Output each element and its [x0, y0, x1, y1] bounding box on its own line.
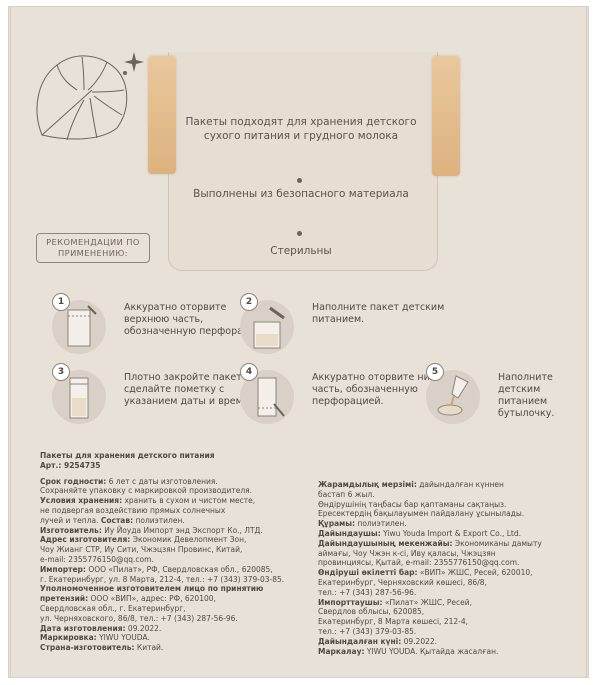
article-number: Арт.: 9254735 [40, 460, 101, 470]
adhesive-strip [148, 56, 176, 174]
step-number: 1 [52, 293, 70, 311]
step-text: Наполните пакет детским питанием. [312, 302, 445, 325]
field-label: Условия хранения: [40, 496, 123, 506]
step-number: 4 [240, 363, 258, 381]
field-label: Дайындалған күні: [318, 636, 402, 646]
field-value: Yiwu Youda Import & Export Co., Ltd. [383, 528, 521, 538]
field-value: тел.: +7 (343) 379-03-85. [318, 626, 417, 636]
field-value: Свердлов облысы, 620085, [318, 607, 425, 617]
field-label: Импорттаушы: [318, 597, 383, 607]
field-label: Жарамдылық мерзімі: [318, 480, 417, 489]
field-label: Адрес изготовителя: [40, 535, 131, 545]
field-value: Чоу Жианг СТР, Иу Сити, Чжэцзян Провинс,… [40, 545, 243, 555]
field-label: Дата изготовления: [40, 623, 126, 633]
feature-text: Пакеты подходят для хранения детского су… [185, 116, 417, 142]
field-value: Екатеринбург, 8 Марта көшесі, 212-4, [318, 617, 468, 627]
field-label: Маркировка: [40, 633, 97, 643]
product-title: Пакеты для хранения детского питания [40, 451, 215, 460]
step-text: Аккуратно оторвите верхнюю часть, обозна… [124, 302, 271, 337]
field-label: Маркалау: [318, 646, 365, 656]
field-label: Өндіруші өкілетті бар: [318, 568, 418, 578]
field-value: e-mail: 2355776150@qq.com. [40, 554, 154, 564]
field-label: Құрамы: [318, 519, 356, 529]
step-number: 2 [240, 293, 258, 311]
field-value: ул. Черняховского, 86/8, тел.: +7 (343) … [40, 613, 238, 623]
field-value: Экономиканы дамыту [454, 538, 542, 548]
field-value: Сохраняйте упаковку с маркировкой произв… [40, 486, 253, 496]
field-value: 09.2022. [127, 623, 162, 633]
field-label: претензий: [40, 594, 89, 604]
field-label: Импортер: [40, 564, 86, 574]
field-value: тел.: +7 (343) 287-56-96. [318, 587, 417, 597]
field-value: лучей и тепла. [40, 515, 99, 525]
recommendations-label: РЕКОМЕНДАЦИИ ПО ПРИМЕНЕНИЮ: [36, 233, 150, 263]
field-value: 09.2022. [403, 636, 438, 646]
box-edge [10, 6, 11, 678]
adhesive-strip [432, 56, 460, 176]
field-label: Состав: [100, 515, 134, 525]
field-value: Екатеринбург, Черняховский көшесі, 86/8, [318, 577, 487, 587]
field-value: Свердловская обл., г. Екатеринбург, [40, 603, 186, 613]
field-label: Срок годности: [40, 476, 107, 486]
field-label: Изготовитель: [40, 525, 102, 535]
bullet-dot [297, 231, 302, 236]
field-value: «Пилат» ЖШС, Ресей, [384, 597, 472, 607]
field-value: ООО «Пилат», РФ, Свердловская обл., 6200… [88, 564, 273, 574]
field-value: не подвергая воздействию прямых солнечны… [40, 505, 226, 515]
step-number: 3 [52, 363, 70, 381]
sparkle-icon [124, 52, 144, 72]
field-value: Китай. [136, 643, 164, 653]
monstera-leaf-icon [36, 52, 144, 141]
field-value: г. Екатеринбург, ул. 8 Марта, 212-4, тел… [40, 574, 285, 584]
label-ru: Пакеты для хранения детского питания Арт… [40, 451, 310, 653]
field-value: 6 лет с даты изготовления. [108, 476, 218, 486]
step-number: 5 [426, 363, 444, 381]
step-text: Аккуратно оторвите нижнюю часть, обознач… [312, 372, 461, 407]
field-value: Иу Йоуда Импорт энд Экспорт Ко., ЛТД. [104, 525, 263, 535]
field-value: бастап 6 жыл. [318, 489, 375, 499]
hanger-window [168, 52, 438, 271]
feature-text: Стерильны [270, 245, 332, 257]
label-kz: Жарамдылық мерзімі: дайындалған күннен б… [318, 480, 580, 656]
bullet-dot [297, 178, 302, 183]
field-value: полиэтилен. [135, 515, 185, 525]
step-text: Плотно закройте пакет и сделайте пометку… [124, 372, 264, 407]
field-value: Ересектердің бақылауымен пайдалану ұсыны… [318, 509, 525, 519]
feature-text: Выполнены из безопасного материала [193, 188, 409, 200]
box-edge [586, 6, 587, 678]
step-text: Наполните детским питанием бутылочку. [498, 372, 555, 419]
field-value: полиэтилен. [357, 519, 407, 529]
field-label: Дайындаушы: [318, 528, 381, 538]
field-value: аймағы, Чоу Чжэн к-сі, Иву қаласы, Чжэцз… [318, 548, 496, 558]
field-label: Уполномоченное изготовителем лицо по при… [40, 584, 264, 594]
field-value: «ВИП» ЖШС, Ресей, 620010, [419, 568, 533, 578]
field-value: дайындалған күннен [419, 480, 504, 489]
field-value: Өндірушінің таңбасы бар қаптаманы сақтаң… [318, 499, 507, 509]
field-value: Экономик Девелопмент Зон, [132, 535, 247, 545]
field-value: хранить в сухом и чистом месте, [124, 496, 256, 506]
field-value: YIWU YOUDA. Қытайда жасалған. [366, 646, 499, 656]
field-label: Страна-изготовитель: [40, 643, 135, 653]
field-value: YIWU YOUDA. [99, 633, 150, 643]
field-value: ООО «ВИП», адрес: РФ, 620100, [90, 594, 216, 604]
field-value: провинциясы, Қытай, e-mail: 2355776150@q… [318, 558, 520, 568]
field-label: Дайындаушының мекенжайы: [318, 538, 453, 548]
